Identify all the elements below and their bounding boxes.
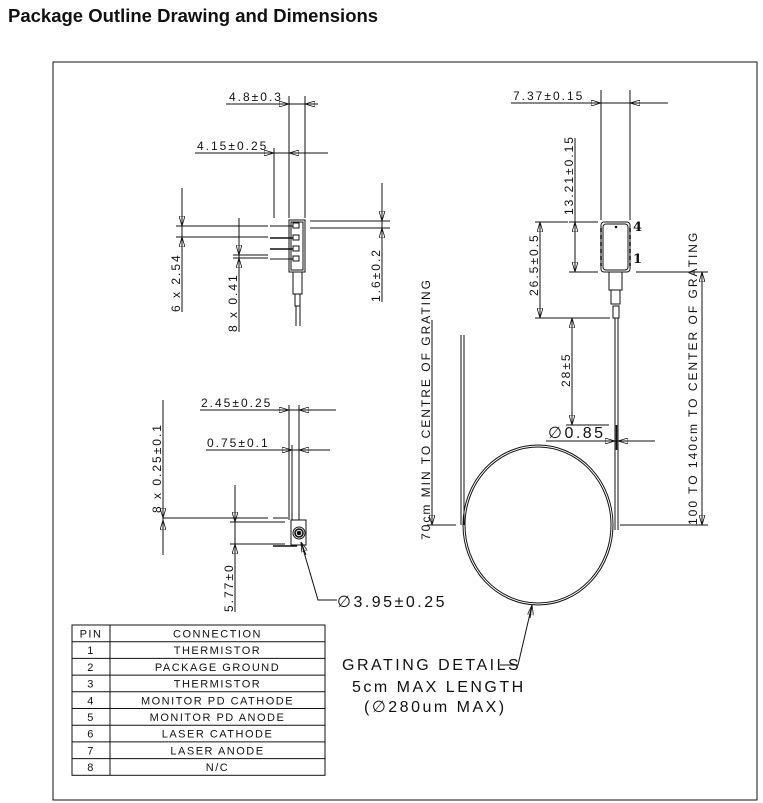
- grating-details-title: GRATING DETAILS: [342, 657, 521, 674]
- dim-body-length: 13.21±0.15: [562, 135, 576, 215]
- table-border: [71, 624, 326, 776]
- pin-number: 1: [87, 645, 95, 657]
- pin-number: 5: [87, 712, 95, 724]
- top-view: 4.8±0.3 4.15±0.25 6 x 2.54 8 x 0.41 1.6±…: [169, 90, 390, 332]
- pin-number: 7: [87, 745, 95, 757]
- dim-top-pin-offset: 4.15±0.25: [197, 139, 268, 153]
- pin-connection: MONITOR PD CATHODE: [141, 695, 294, 707]
- dim-body-width: 7.37±0.15: [513, 89, 584, 103]
- pin-connection: LASER ANODE: [170, 745, 264, 757]
- dim-tube-diameter: ∅3.95±0.25: [337, 594, 447, 611]
- dim-body-thickness: 1.6±0.2: [369, 248, 383, 302]
- dim-top-width: 4.8±0.3: [229, 90, 283, 104]
- pin-connection: N/C: [206, 762, 229, 774]
- dim-grating-range: 100 TO 140cm TO CENTER OF GRATING: [686, 231, 700, 525]
- dim-side-height: 5.77±0: [222, 563, 236, 612]
- dim-fiber-diameter: ∅0.85: [548, 425, 606, 442]
- dim-pin-pitch: 6 x 2.54: [169, 253, 183, 312]
- pin-number: 4: [87, 695, 95, 707]
- dim-body-total-length: 26.5±0.5: [527, 233, 541, 296]
- pin-label-4: 4: [633, 220, 642, 235]
- pin-connection: MONITOR PD ANODE: [150, 712, 286, 724]
- drawing-frame: [52, 61, 758, 801]
- pin-connection: THERMISTOR: [174, 679, 262, 691]
- header-pin: PIN: [80, 629, 103, 641]
- grating-details-length: 5cm MAX LENGTH: [352, 679, 526, 696]
- front-view: 4 1 7.37±0.15 13.21±0.15 26.5±0.5 28±5: [342, 89, 708, 716]
- pin-number: 2: [87, 662, 95, 674]
- pin-connection: PACKAGE GROUND: [155, 662, 280, 674]
- grating-details-diameter: (∅280um MAX): [364, 699, 507, 716]
- pin-number: 6: [87, 729, 95, 741]
- dim-boot-length: 28±5: [559, 352, 573, 387]
- side-view: 2.45±0.25 0.75±0.1 8 x 0.25±0.1 5.77±0 ∅…: [150, 396, 447, 612]
- dim-side-offset: 0.75±0.1: [207, 436, 270, 450]
- pin-number: 8: [87, 762, 95, 774]
- pin-connection: THERMISTOR: [174, 645, 262, 657]
- pin-number: 3: [87, 679, 95, 691]
- dim-pin-width: 8 x 0.41: [226, 273, 240, 332]
- header-connection: CONNECTION: [173, 629, 262, 641]
- dim-pin-thickness: 8 x 0.25±0.1: [150, 423, 164, 513]
- pin-label-1: 1: [633, 252, 642, 267]
- fiber-coil: [462, 444, 614, 606]
- page-title: Package Outline Drawing and Dimensions: [8, 5, 379, 26]
- dim-side-width: 2.45±0.25: [201, 396, 272, 410]
- dim-grating-min: 70cm MIN TO CENTRE OF GRATING: [419, 278, 433, 540]
- pin-connection: LASER CATHODE: [162, 729, 274, 741]
